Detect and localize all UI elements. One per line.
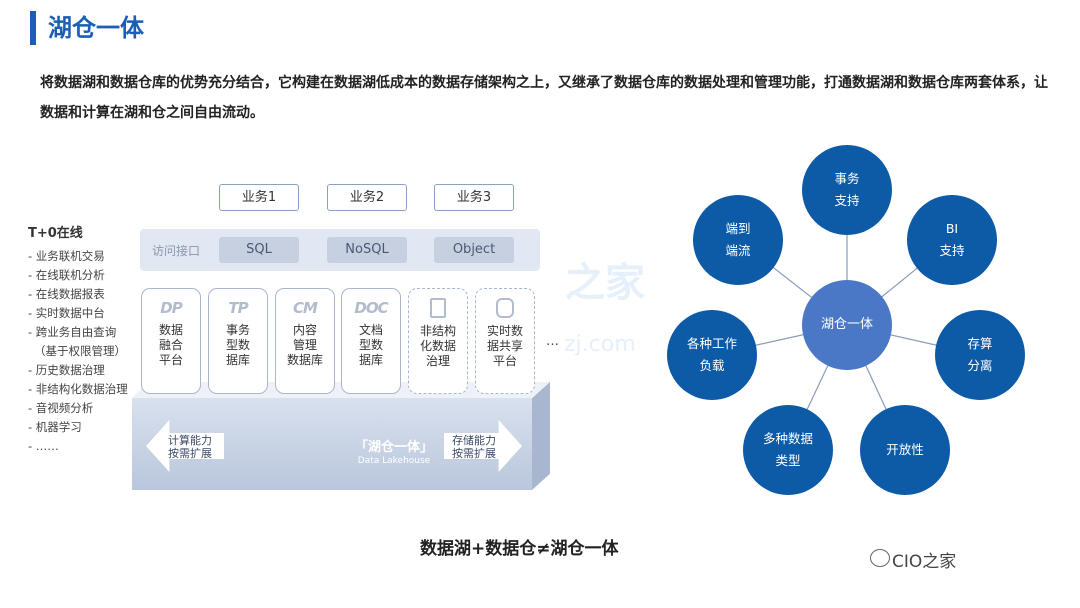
capability-item: - 历史数据治理 bbox=[28, 363, 105, 377]
cm-logo-icon: CM bbox=[293, 299, 318, 317]
lakehouse-sublabel: Data Lakehouse bbox=[357, 456, 431, 466]
node-label: 开放性 bbox=[886, 442, 924, 457]
title-accent-bar bbox=[30, 11, 36, 45]
card-unstructured: 非结构 化数据 治理 bbox=[408, 288, 468, 394]
capability-item: - …… bbox=[28, 439, 59, 453]
capability-item: - 跨业务自由查询 bbox=[28, 325, 117, 339]
compute-scale-label: 计算能力 按需扩展 bbox=[168, 434, 212, 460]
node-data-types: 多种数据 类型 bbox=[743, 405, 833, 495]
node-storage-compute: 存算 分离 bbox=[935, 310, 1025, 400]
node-end-to-end: 端到 端流 bbox=[693, 195, 783, 285]
faint-watermark: 之家 bbox=[565, 260, 645, 306]
document-icon bbox=[430, 298, 446, 318]
node-transaction-support: 事务 支持 bbox=[802, 145, 892, 235]
interface-nosql: NoSQL bbox=[327, 237, 407, 263]
node-label: 事务 支持 bbox=[834, 171, 860, 208]
card-label: 非结构 化数据 治理 bbox=[419, 324, 456, 368]
card-label: 内容 管理 数据库 bbox=[286, 323, 323, 367]
access-interface-label: 访问接口 bbox=[152, 244, 201, 258]
node-bi-support: BI 支持 bbox=[907, 195, 997, 285]
database-icon bbox=[496, 298, 514, 318]
more-ellipsis: … bbox=[546, 334, 560, 349]
node-label: 端到 端流 bbox=[725, 221, 751, 258]
card-label: 数据 融合 平台 bbox=[158, 323, 183, 367]
node-label: 存算 分离 bbox=[967, 336, 993, 373]
node-label: 多种数据 类型 bbox=[762, 431, 813, 468]
tp-logo-icon: TP bbox=[228, 299, 248, 317]
service-box-2: 业务2 bbox=[327, 184, 407, 211]
faint-watermark-url: zj.com bbox=[564, 332, 636, 357]
capability-list: T+0在线 - 业务联机交易 - 在线联机分析 - 在线数据报表 - 实时数据中… bbox=[28, 222, 128, 456]
interface-sql: SQL bbox=[219, 237, 299, 263]
service-box-1: 业务1 bbox=[219, 184, 299, 211]
node-workloads: 各种工作 负载 bbox=[667, 310, 757, 400]
hub-label: 湖仓一体 bbox=[820, 317, 873, 332]
card-document-db: DOC 文档 型数 据库 bbox=[341, 288, 401, 394]
hub-node: 湖仓一体 bbox=[802, 280, 892, 370]
node-openness: 开放性 bbox=[860, 405, 950, 495]
capability-list-title: T+0在线 bbox=[28, 226, 83, 241]
capability-item: - 音视频分析 bbox=[28, 401, 94, 415]
capability-item: - 实时数据中台 bbox=[28, 306, 105, 320]
capability-item: - 在线数据报表 bbox=[28, 287, 105, 301]
card-transaction-db: TP 事务 型数 据库 bbox=[208, 288, 268, 394]
card-label: 文档 型数 据库 bbox=[358, 323, 383, 367]
lakehouse-label: 「湖仓一体」 bbox=[354, 440, 433, 455]
card-label: 事务 型数 据库 bbox=[225, 323, 250, 367]
card-data-fusion: DP 数据 融合 平台 bbox=[141, 288, 201, 394]
capability-item: - 在线联机分析 bbox=[28, 268, 105, 282]
card-realtime-sharing: 实时数 据共享 平台 bbox=[475, 288, 535, 394]
page-description: 将数据湖和数据仓库的优势充分结合，它构建在数据湖低成本的数据存储架构之上，又继承… bbox=[40, 75, 1048, 121]
capability-item: - 机器学习 bbox=[28, 420, 82, 434]
doc-logo-icon: DOC bbox=[354, 299, 388, 317]
page-title: 湖仓一体 bbox=[48, 14, 144, 42]
card-content-db: CM 内容 管理 数据库 bbox=[275, 288, 335, 394]
node-label: BI 支持 bbox=[939, 221, 965, 258]
wechat-icon bbox=[870, 549, 890, 567]
capability-item: - 业务联机交易 bbox=[28, 249, 105, 263]
service-box-3: 业务3 bbox=[434, 184, 514, 211]
storage-scale-label: 存储能力 按需扩展 bbox=[452, 434, 496, 460]
dp-logo-icon: DP bbox=[160, 299, 182, 317]
bottom-caption: 数据湖+数据仓≠湖仓一体 bbox=[420, 539, 619, 559]
capability-item: （基于权限管理） bbox=[34, 344, 126, 358]
watermark: CIO之家 bbox=[892, 552, 957, 572]
capability-item: - 非结构化数据治理 bbox=[28, 382, 128, 396]
node-label: 各种工作 负载 bbox=[686, 336, 737, 373]
card-label: 实时数 据共享 平台 bbox=[486, 324, 523, 368]
platform-base-side bbox=[532, 382, 550, 490]
interface-object: Object bbox=[434, 237, 514, 263]
